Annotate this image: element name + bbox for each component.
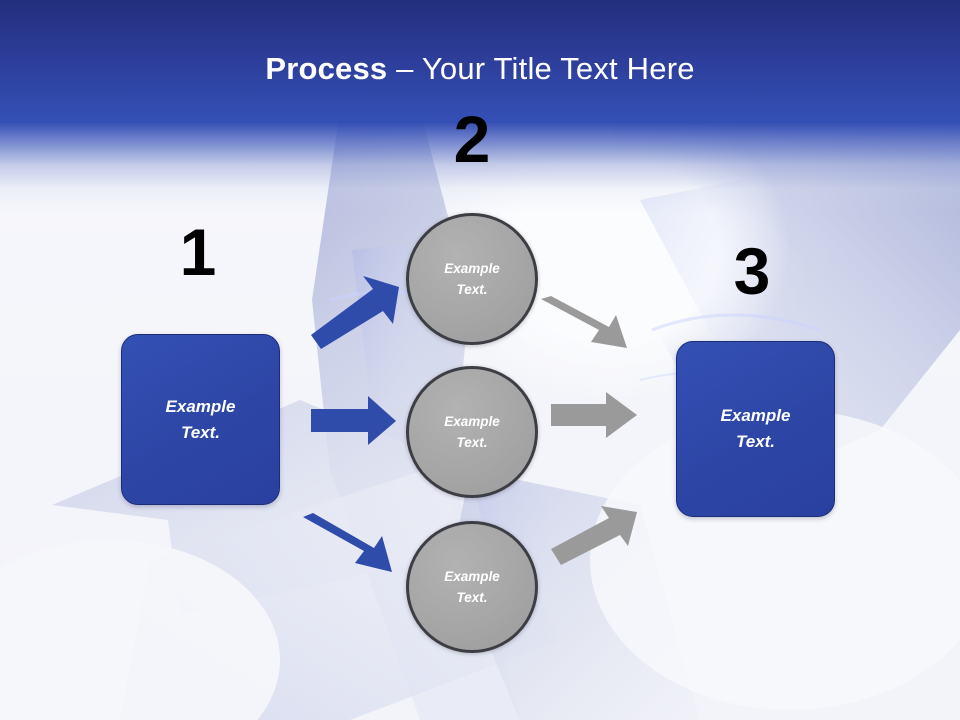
step-number-3: 3 [733, 234, 771, 308]
header-band [0, 0, 960, 121]
process-start-box-label: Example Text. [165, 396, 236, 442]
header-gradient-fade [0, 121, 960, 213]
process-circle-middle[interactable]: Example Text. [406, 366, 538, 498]
page-title: Process – Your Title Text Here [0, 50, 960, 88]
process-circle-bottom[interactable]: Example Text. [406, 521, 538, 653]
process-end-box[interactable]: Example Text. [676, 341, 835, 517]
step-number-1: 1 [179, 215, 217, 289]
process-end-box-label: Example Text. [720, 406, 791, 451]
process-start-box[interactable]: Example Text. [121, 334, 280, 505]
process-circle-middle-label: Example Text. [444, 414, 500, 450]
step-number-2: 2 [453, 102, 491, 176]
process-circle-top[interactable]: Example Text. [406, 213, 538, 345]
process-circle-top-label: Example Text. [444, 261, 500, 297]
page-title-light: – Your Title Text Here [396, 51, 695, 86]
page-title-strong: Process [265, 51, 397, 86]
process-circle-bottom-label: Example Text. [444, 569, 500, 605]
